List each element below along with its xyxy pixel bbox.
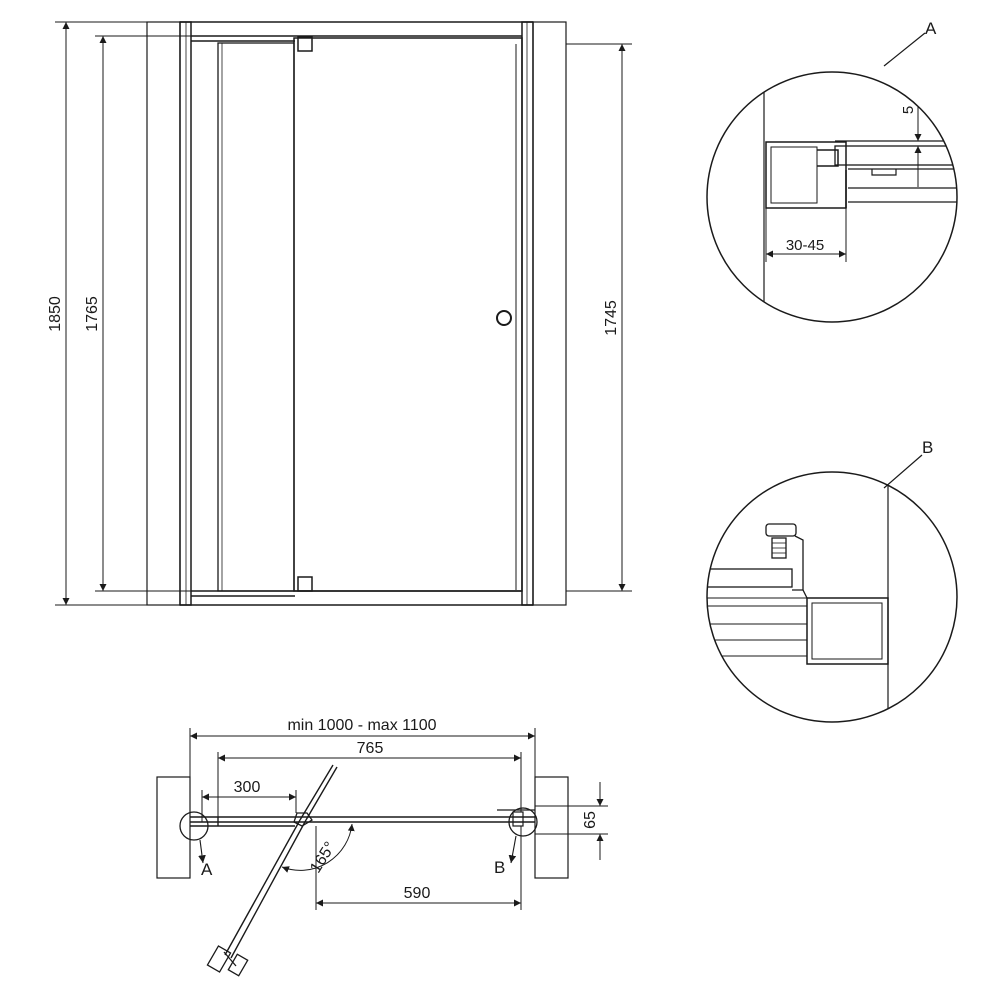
detail-a-wall bbox=[707, 72, 765, 322]
detail-b-callout: B bbox=[922, 438, 933, 457]
detail-a-frame bbox=[706, 71, 958, 323]
detail-b-lines bbox=[707, 597, 807, 657]
detail-a-dim-adjust: 30-45 bbox=[765, 208, 847, 262]
right-wall bbox=[532, 21, 567, 606]
dim-total-height: 1850 bbox=[47, 21, 147, 606]
detail-b-wall-profile bbox=[806, 597, 889, 665]
detail-b-frame bbox=[706, 471, 958, 723]
dim-total-height-label: 1850 bbox=[47, 296, 64, 332]
bottom-hinge bbox=[297, 576, 313, 592]
plan-dim-overall: min 1000 - max 1100 bbox=[189, 717, 536, 777]
left-wall bbox=[146, 21, 181, 606]
plan-dim-width-label: 765 bbox=[357, 740, 384, 757]
plan-dim-depth: 65 bbox=[535, 782, 608, 860]
detail-a-callout: A bbox=[925, 19, 937, 38]
detail-b-leader bbox=[883, 454, 923, 489]
right-wall-profile bbox=[521, 21, 534, 606]
detail-a-leader bbox=[883, 32, 926, 67]
detail-b-seal bbox=[765, 523, 808, 599]
detail-a-glass bbox=[834, 145, 956, 166]
plan-glass-line bbox=[190, 816, 535, 827]
plan-dim-fixed-panel: 300 bbox=[201, 779, 297, 822]
plan-marker-a: A bbox=[201, 860, 213, 879]
detail-a-wall-profile bbox=[765, 141, 847, 209]
plan-right-profile bbox=[497, 809, 535, 827]
frame-rails bbox=[180, 21, 533, 606]
detail-a-seal bbox=[835, 140, 957, 203]
detail-b-glass bbox=[707, 568, 793, 588]
plan-dim-opening-label: 590 bbox=[404, 885, 431, 902]
plan-door-handle bbox=[206, 945, 249, 977]
plan-dim-opening: 590 bbox=[315, 826, 522, 910]
plan-dim-fixed-panel-label: 300 bbox=[234, 779, 261, 796]
plan-marker-a-circle bbox=[179, 811, 209, 841]
dim-door-height-label: 1745 bbox=[603, 300, 620, 336]
left-wall-profile bbox=[179, 21, 192, 606]
dim-inner-height-label: 1765 bbox=[84, 296, 101, 332]
detail-a: 5 30-45 A bbox=[706, 19, 958, 323]
plan-marker-b: B bbox=[494, 858, 505, 877]
plan-dim-depth-label: 65 bbox=[582, 811, 599, 829]
plan-dim-width: 765 bbox=[217, 740, 522, 817]
plan-dim-angle: 165° bbox=[281, 823, 355, 876]
top-hinge bbox=[297, 36, 313, 52]
front-view: 1850 1765 1745 bbox=[47, 21, 632, 606]
detail-b: B bbox=[706, 438, 958, 723]
detail-a-dim-gap-label: 5 bbox=[900, 106, 917, 114]
fixed-panel bbox=[217, 42, 295, 592]
plan-view: A B min 1000 - max 1100 765 300 bbox=[156, 717, 608, 977]
plan-marker-b-circle bbox=[508, 807, 538, 837]
plan-pivot-hinge bbox=[293, 812, 313, 827]
dim-door-height: 1745 bbox=[566, 43, 632, 592]
plan-dim-overall-label: min 1000 - max 1100 bbox=[287, 717, 436, 734]
plan-right-wall bbox=[534, 776, 569, 879]
dim-inner-height: 1765 bbox=[84, 35, 191, 592]
door-leaf bbox=[293, 37, 523, 592]
plan-left-wall bbox=[156, 776, 191, 879]
detail-b-wall bbox=[887, 479, 957, 722]
door-handle bbox=[496, 310, 512, 326]
detail-a-dim-adjust-label: 30-45 bbox=[786, 237, 824, 254]
